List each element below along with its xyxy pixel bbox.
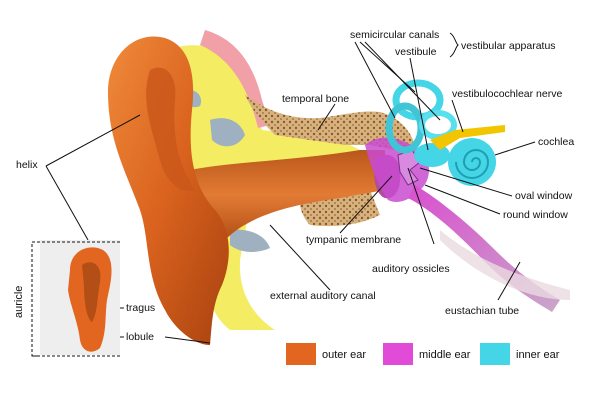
legend-swatch-middle-ear	[383, 343, 413, 365]
label-vestibulocochlear-nerve: vestibulocochlear nerve	[452, 88, 562, 100]
auricle	[108, 36, 229, 346]
legend-label-outer-ear: outer ear	[322, 349, 366, 361]
legend-label-middle-ear: middle ear	[419, 349, 471, 361]
auricle-inner-fold	[146, 67, 195, 191]
temporal-bone	[245, 95, 415, 150]
grey-detail	[210, 118, 245, 147]
label-semicircular-canals: semicircular canals	[350, 29, 439, 41]
label-vestibule: vestibule	[395, 46, 437, 58]
label-tragus: tragus	[126, 302, 155, 314]
vestibulocochlear-nerve	[430, 125, 505, 150]
label-auricle: auricle	[13, 286, 25, 318]
cochlea-spiral	[455, 149, 490, 179]
label-oval-window: oval window	[515, 190, 573, 202]
tube-tissue	[440, 230, 570, 300]
legend-swatch-outer-ear	[286, 343, 316, 365]
label-temporal-bone: temporal bone	[282, 93, 349, 105]
auricle-inset	[31, 240, 120, 357]
label-vestibular-apparatus: vestibular apparatus	[461, 40, 556, 52]
label-helix: helix	[16, 159, 38, 171]
legend: outer ear middle ear inner ear	[286, 343, 560, 365]
label-tympanic-membrane: tympanic membrane	[306, 234, 401, 246]
label-round-window: round window	[503, 209, 568, 221]
legend-label-inner-ear: inner ear	[516, 349, 560, 361]
label-eustachian-tube: eustachian tube	[445, 305, 519, 317]
label-auditory-ossicles: auditory ossicles	[372, 263, 450, 275]
label-lobule: lobule	[126, 331, 154, 343]
label-cochlea: cochlea	[538, 136, 574, 148]
auricle-bracket	[31, 241, 40, 357]
inset-ear-fold	[82, 262, 101, 322]
legend-swatch-inner-ear	[480, 343, 510, 365]
external-auditory-canal	[190, 150, 385, 240]
label-external-auditory-canal: external auditory canal	[270, 290, 376, 302]
inner-ear	[385, 79, 496, 186]
auditory-ossicles	[397, 149, 421, 186]
grey-detail	[230, 229, 270, 252]
